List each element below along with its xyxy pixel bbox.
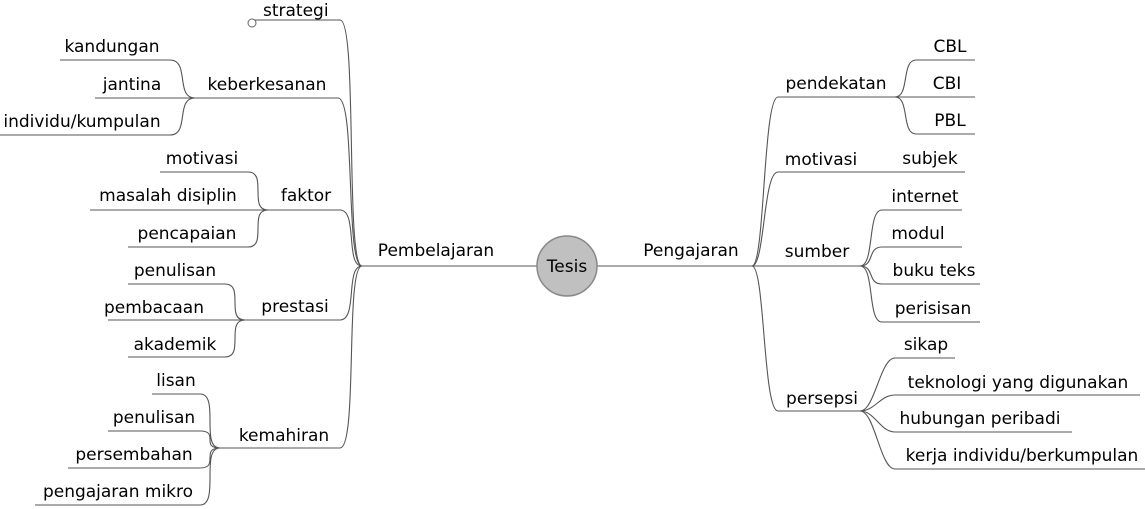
connector-right-2-0 [859, 209, 883, 267]
left-leaf-3-1[interactable]: pembacaan [104, 298, 204, 318]
left-leaf-4-0[interactable]: lisan [156, 371, 196, 391]
left-branch-3-label[interactable]: prestasi [261, 297, 328, 317]
right-branch-1-label[interactable]: motivasi [785, 150, 857, 170]
connector-left-2 [339, 209, 363, 267]
right-leaf-3-1[interactable]: teknologi yang digunakan [908, 373, 1129, 393]
right-leaf-0-1[interactable]: CBI [933, 74, 962, 94]
connector-left-0 [339, 19, 363, 267]
left-branch-4-label[interactable]: kemahiran [239, 426, 329, 446]
collapse-dot-icon[interactable] [247, 18, 257, 28]
connector-right-0 [751, 96, 779, 267]
connector-left-1-0 [169, 59, 196, 99]
connector-right-2-2 [859, 265, 883, 285]
right-leaf-3-3[interactable]: kerja individu/berkumpulan [906, 446, 1139, 466]
connector-right-3-1 [859, 394, 896, 412]
connector-right-0-2 [894, 96, 917, 135]
connector-right-0-0 [894, 59, 917, 98]
right-leaf-2-2[interactable]: buku teks [893, 261, 976, 281]
center-label: Tesis [546, 257, 588, 277]
left-leaf-2-2[interactable]: pencapaian [138, 224, 237, 244]
right-leaf-3-2[interactable]: hubungan peribadi [900, 409, 1061, 429]
left-branch-1-label[interactable]: keberkesanan [208, 75, 327, 95]
node-labels: strategi keberkesanan kandungan jantina indi… [3, 1, 1138, 502]
left-leaf-4-1[interactable]: penulisan [113, 408, 195, 428]
right-leaf-0-2[interactable]: PBL [934, 111, 966, 131]
connector-left-4 [339, 265, 363, 449]
left-leaf-2-1[interactable]: masalah disiplin [99, 186, 237, 206]
connector-lines [0, 19, 1145, 506]
left-leaf-1-0[interactable]: kandungan [64, 37, 159, 57]
connector-left-1-2 [169, 97, 196, 136]
connector-left-3-2 [224, 319, 246, 358]
connector-right-3-3 [859, 410, 896, 470]
right-leaf-0-0[interactable]: CBL [933, 37, 967, 57]
left-branch-2-label[interactable]: faktor [281, 186, 331, 206]
center-node[interactable] [536, 235, 598, 297]
right-leaf-1-0[interactable]: subjek [902, 149, 958, 169]
connector-left-2-0 [247, 171, 269, 211]
connector-right-1 [751, 171, 779, 267]
connector-right-3 [751, 265, 779, 412]
connector-left-2-2 [247, 209, 269, 248]
left-leaf-1-2[interactable]: individu/kumpulan [3, 112, 160, 132]
left-leaf-3-0[interactable]: penulisan [134, 261, 216, 281]
connector-left-3 [339, 265, 363, 321]
connector-left-4-3 [199, 447, 221, 506]
connector-left-4-0 [199, 393, 221, 449]
connector-left-3-0 [224, 283, 246, 321]
right-leaf-3-0[interactable]: sikap [904, 335, 948, 355]
right-leaf-2-3[interactable]: perisisan [895, 299, 972, 319]
right-leaf-2-1[interactable]: modul [891, 224, 944, 244]
connector-left-4-2 [199, 447, 221, 469]
connector-left-1 [337, 97, 363, 267]
right-branch-2-label[interactable]: sumber [785, 242, 849, 262]
connector-right-2-3 [859, 265, 883, 323]
main-branch-right-label[interactable]: Pengajaran [643, 241, 738, 261]
right-leaf-2-0[interactable]: internet [891, 187, 959, 207]
left-leaf-2-0[interactable]: motivasi [166, 149, 238, 169]
left-leaf-3-2[interactable]: akademik [134, 335, 217, 355]
connector-left-4-1 [199, 430, 221, 449]
right-branch-0-label[interactable]: pendekatan [785, 74, 886, 94]
left-leaf-4-3[interactable]: pengajaran mikro [43, 482, 193, 502]
connector-right-2-1 [859, 246, 883, 267]
left-leaf-4-2[interactable]: persembahan [75, 445, 192, 465]
left-branch-0-label[interactable]: strategi [263, 1, 329, 21]
left-leaf-1-1[interactable]: jantina [102, 75, 162, 95]
right-branch-3-label[interactable]: persepsi [786, 389, 858, 409]
connector-right-3-0 [859, 357, 896, 412]
main-branch-left-label[interactable]: Pembelajaran [378, 241, 494, 261]
